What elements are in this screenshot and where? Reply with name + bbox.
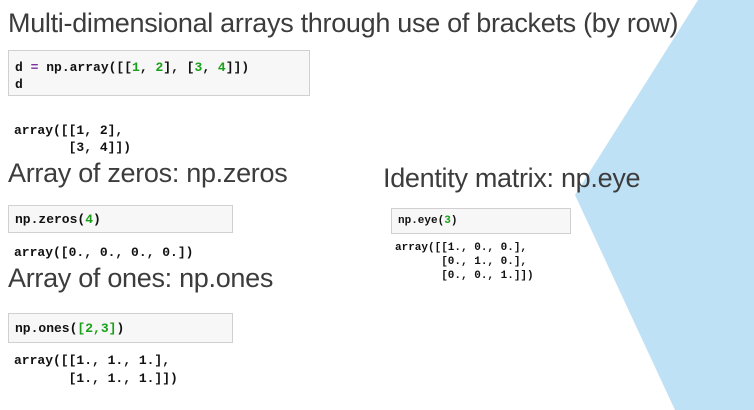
code-text: ], [	[163, 60, 195, 75]
code-number: 2	[155, 60, 164, 75]
code-text: ,	[139, 60, 156, 75]
output-zeros: array([0., 0., 0., 0.])	[14, 245, 194, 260]
code-text: ,	[202, 60, 218, 75]
heading-eye-label: Identity matrix:	[383, 163, 561, 193]
code-text: )	[116, 321, 125, 336]
code-number: 3	[444, 215, 451, 227]
code-cell-zeros[interactable]: np.zeros(4)	[8, 205, 233, 233]
code-number: [2,3]	[77, 321, 117, 336]
code-text: d	[15, 60, 31, 75]
page-title: Multi-dimensional arrays through use of …	[8, 8, 679, 38]
code-text: )	[93, 212, 101, 227]
code-number: 1	[132, 60, 140, 75]
code-operator: =	[30, 60, 39, 75]
code-text: np.array([[	[38, 60, 133, 75]
heading-eye-fn: np.eye	[560, 163, 641, 193]
heading-ones: Array of ones: np.ones	[8, 263, 274, 293]
code-number: 4	[85, 212, 94, 227]
code-text: ]])	[225, 60, 250, 75]
code-number: 4	[217, 60, 226, 75]
code-text: )	[450, 215, 458, 227]
code-text: np.zeros(	[15, 212, 86, 227]
heading-zeros: Array of zeros: np.zeros	[8, 158, 288, 188]
output-ones: array([[1., 1., 1.], [1., 1., 1.]])	[14, 353, 178, 386]
code-cell-ones[interactable]: np.ones([2,3])	[8, 313, 233, 343]
heading-eye: Identity matrix: np.eye	[383, 163, 641, 194]
code-text: np.ones(	[15, 321, 78, 336]
code-cell-eye[interactable]: np.eye(3)	[391, 208, 571, 234]
code-text: d	[15, 77, 23, 92]
output-array: array([[1, 2], [3, 4]])	[14, 123, 132, 155]
code-cell-array[interactable]: d = np.array([[1, 2], [3, 4]]) d	[8, 50, 310, 96]
code-number: 3	[194, 60, 203, 75]
code-text: np.eye(	[398, 215, 445, 227]
output-eye: array([[1., 0., 0.], [0., 1., 0.], [0., …	[395, 242, 534, 282]
